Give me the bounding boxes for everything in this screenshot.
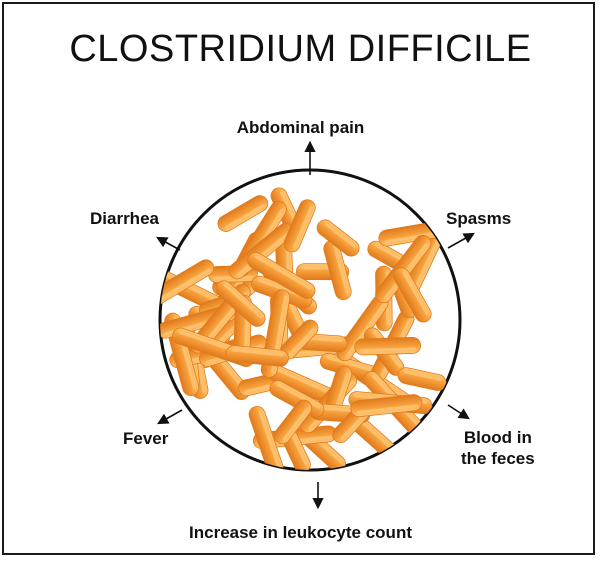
arrow-upper-right [448,234,473,248]
arrow-lower-left [159,410,182,423]
bacterium [354,337,420,355]
label-fever: Fever [123,428,168,449]
label-abdominal-pain: Abdominal pain [0,117,601,138]
label-blood-line2: the feces [461,448,535,469]
arrow-lower-right [448,405,468,418]
label-blood-in-feces: Blood in the feces [461,427,535,469]
label-diarrhea: Diarrhea [90,208,159,229]
arrow-upper-left [158,238,180,250]
label-blood-line1: Blood in [461,427,535,448]
label-leukocyte-count: Increase in leukocyte count [0,522,601,543]
label-spasms: Spasms [446,208,511,229]
